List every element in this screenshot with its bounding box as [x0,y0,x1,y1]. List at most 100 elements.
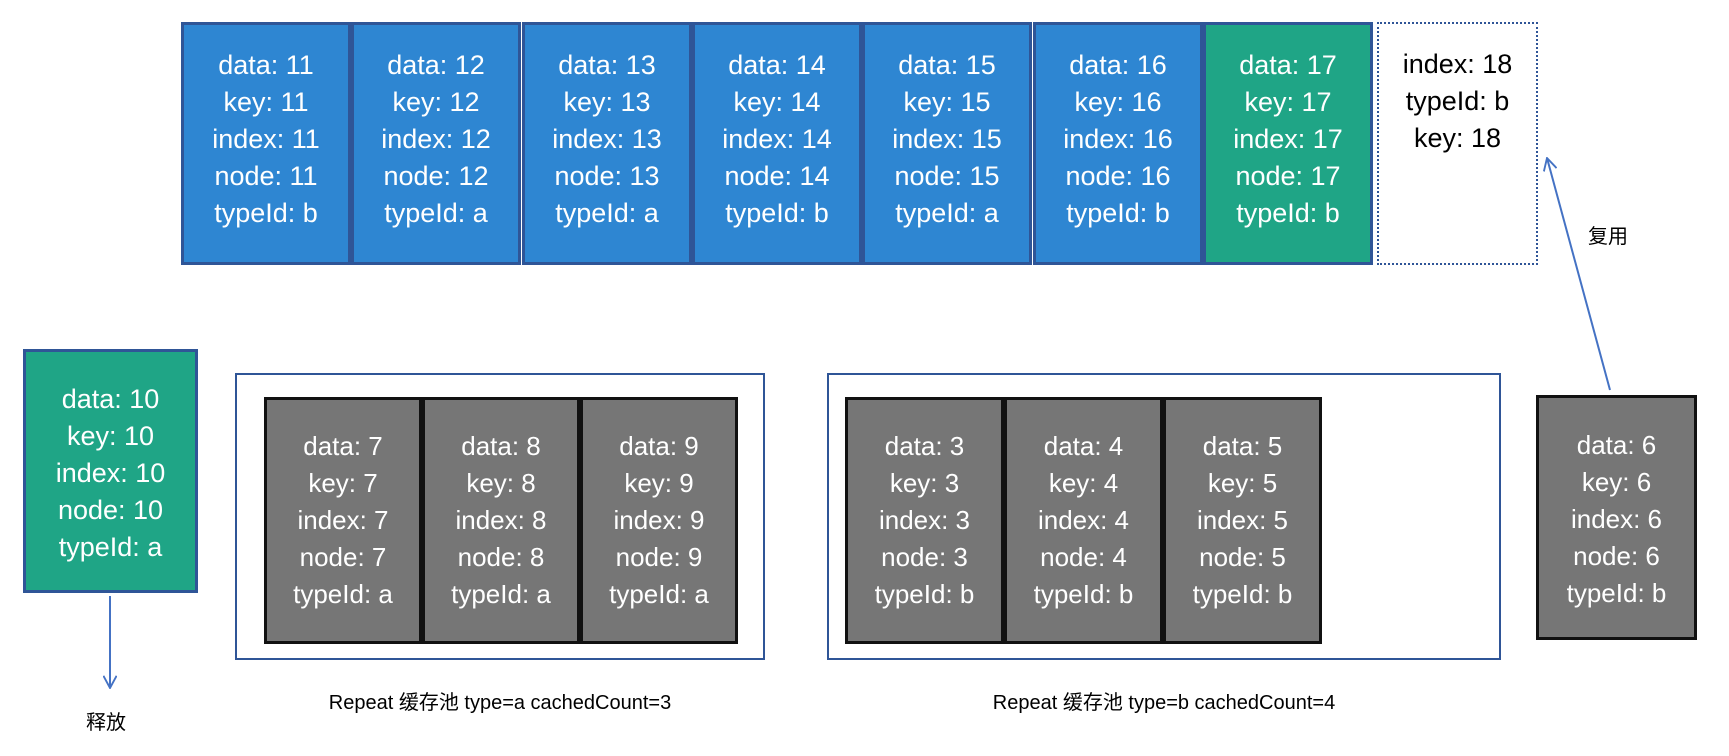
card-line: node: 3 [881,542,968,572]
card-line: data: 4 [1043,431,1124,461]
card-line: data: 15 [898,50,996,80]
card-line: typeId: a [555,198,659,228]
card-line: typeId: b [1192,579,1293,609]
card-line: node: 17 [1235,161,1341,191]
card-line: data: 7 [303,431,383,461]
card-line: key: 7 [308,468,378,498]
reused-node-card: data: 6 key: 6 index: 6 node: 6 typeId: … [1536,395,1697,640]
card-line: index: 6 [1570,504,1663,534]
card-line: key: 6 [1581,467,1652,497]
card-line: index: 12 [381,124,491,154]
card-line: data: 14 [728,50,826,80]
card-line: key: 15 [903,87,991,117]
card-line: index: 18 [1402,49,1513,79]
card-line: node: 14 [724,161,830,191]
cached-node-card: data: 5 key: 5 index: 5 node: 5 typeId: … [1163,397,1322,644]
cached-node-card: data: 7 key: 7 index: 7 node: 7 typeId: … [264,397,422,644]
card-line: index: 5 [1196,505,1289,535]
cache-pool-b-caption: Repeat 缓存池 type=b cachedCount=4 [992,692,1336,714]
card-line: node: 4 [1040,542,1127,572]
card-line: node: 11 [214,161,318,191]
card-line: data: 12 [387,50,485,80]
card-line: key: 9 [624,468,694,498]
card-line: data: 8 [461,431,541,461]
cache-pool-type-a: data: 7 key: 7 index: 7 node: 7 typeId: … [235,373,765,660]
visible-node-card: data: 14 key: 14 index: 14 node: 14 type… [692,22,862,265]
release-label: 释放 [86,712,126,734]
card-line: index: 9 [613,505,705,535]
visible-node-card: data: 11 key: 11 index: 11 node: 11 type… [181,22,351,265]
card-line: index: 15 [892,124,1002,154]
card-line: index: 4 [1037,505,1130,535]
card-line: node: 8 [457,542,545,572]
card-line: typeId: a [451,579,551,609]
card-line: node: 9 [615,542,703,572]
cache-pool-type-b: data: 3 key: 3 index: 3 node: 3 typeId: … [827,373,1501,660]
card-line: key: 8 [466,468,536,498]
card-line: node: 13 [554,161,660,191]
card-line: node: 16 [1065,161,1171,191]
card-line: index: 17 [1233,124,1343,154]
card-line: data: 5 [1202,431,1283,461]
reuse-label: 复用 [1588,226,1628,248]
card-line: data: 11 [218,50,314,80]
card-line: index: 13 [552,124,662,154]
card-line: key: 4 [1048,468,1119,498]
card-line: node: 7 [299,542,387,572]
pending-node-card: index: 18 typeId: b key: 18 [1377,22,1538,265]
cached-node-card: data: 3 key: 3 index: 3 node: 3 typeId: … [845,397,1004,644]
card-line: key: 18 [1413,123,1502,153]
card-line: typeId: b [214,198,318,228]
card-line: typeId: a [609,579,709,609]
card-line: node: 10 [57,495,164,525]
cached-node-card: data: 8 key: 8 index: 8 node: 8 typeId: … [422,397,580,644]
card-line: data: 17 [1239,50,1337,80]
card-line: key: 17 [1244,87,1332,117]
card-line: data: 16 [1069,50,1167,80]
card-line: node: 15 [894,161,1000,191]
card-line: index: 7 [297,505,389,535]
card-line: index: 11 [212,124,320,154]
visible-node-card-reused: data: 17 key: 17 index: 17 node: 17 type… [1203,22,1373,265]
cached-node-card: data: 9 key: 9 index: 9 node: 9 typeId: … [580,397,738,644]
card-line: node: 6 [1573,541,1660,571]
card-line: key: 13 [563,87,651,117]
card-line: key: 12 [392,87,480,117]
card-line: data: 10 [61,384,160,414]
card-line: data: 6 [1576,430,1657,460]
card-line: index: 16 [1063,124,1173,154]
cache-pool-a-caption: Repeat 缓存池 type=a cachedCount=3 [328,692,672,714]
cached-node-card: data: 4 key: 4 index: 4 node: 4 typeId: … [1004,397,1163,644]
visible-node-card: data: 12 key: 12 index: 12 node: 12 type… [351,22,521,265]
card-line: typeId: a [384,198,488,228]
card-line: node: 5 [1199,542,1286,572]
card-line: typeId: a [58,532,163,562]
card-line: typeId: b [874,579,975,609]
card-line: key: 11 [223,87,309,117]
card-line: key: 5 [1207,468,1278,498]
visible-node-card: data: 13 key: 13 index: 13 node: 13 type… [522,22,692,265]
card-line: data: 9 [619,431,699,461]
card-line: key: 16 [1074,87,1162,117]
visible-node-card: data: 15 key: 15 index: 15 node: 15 type… [862,22,1032,265]
card-line: index: 14 [722,124,832,154]
released-node-card: data: 10 key: 10 index: 10 node: 10 type… [23,349,198,593]
card-line: index: 10 [55,458,166,488]
card-line: index: 8 [455,505,547,535]
card-line: typeId: b [725,198,829,228]
card-line: typeId: a [293,579,393,609]
card-line: typeId: b [1405,86,1510,116]
card-line: typeId: b [1066,198,1170,228]
card-line: typeId: b [1236,198,1340,228]
card-line: key: 14 [733,87,821,117]
card-line: typeId: a [895,198,999,228]
card-line: node: 12 [383,161,489,191]
card-line: typeId: b [1033,579,1134,609]
visible-node-card: data: 16 key: 16 index: 16 node: 16 type… [1033,22,1203,265]
card-line: key: 10 [66,421,155,451]
card-line: data: 3 [884,431,965,461]
card-line: key: 3 [889,468,960,498]
card-line: typeId: b [1566,578,1667,608]
card-line: index: 3 [878,505,971,535]
